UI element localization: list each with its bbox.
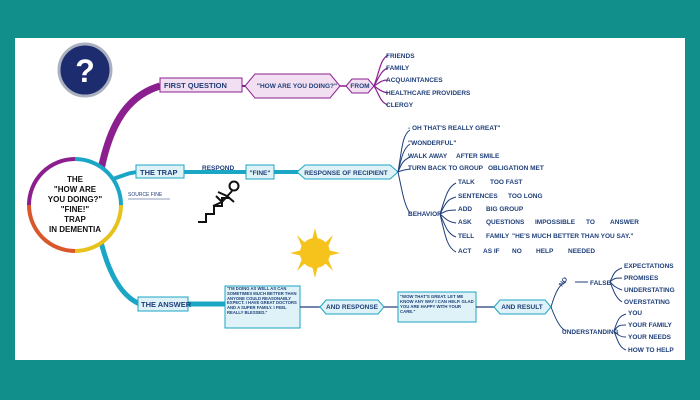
behavior-impossible: IMPOSSIBLE [535,219,576,226]
wow-response-box: "WOW THAT'S GREAT. LET ME KNOW ANY WAY I… [400,294,475,322]
trap-small-note: SOURCE FINE [128,192,163,198]
behavior-label: BEHAVIOR [408,211,442,218]
source-family: FAMILY [386,65,410,72]
branch-the-trap: THE TRAP RESPOND "FINE" RESPONSE OF RECI… [128,125,639,255]
center-line-5: TRAP [64,215,86,224]
false-overstating: OVERSTATING [624,299,670,306]
false-label: FALSE [590,280,612,287]
branch-first-question: FIRST QUESTION "HOW ARE YOU DOING?" FROM… [160,53,471,109]
mind-map: ? THE "HOW ARE YOU DOING?" "FINE!" TRAP … [15,38,685,360]
understanding-how-to-help: HOW TO HELP [628,347,674,354]
source-clergy: CLERGY [386,102,414,109]
response-oh-great: - OH THAT'S REALLY GREAT" [408,125,501,132]
branch-the-answer: THE ANSWER "I'M DOING AS WELL AS CAN SOM… [138,263,675,354]
sun-icon [290,228,340,278]
false-understating: UNDERSTATING [624,287,675,294]
behavior-hes-better: "HE'S MUCH BETTER THAN YOU SAY." [512,233,633,240]
response-wonderful: "WONDERFUL" [408,140,456,147]
behavior-needed: NEEDED [568,248,595,255]
answer-quote-text: "I'M DOING AS WELL AS CAN SOMETIMES MUCH… [227,287,299,316]
the-trap-title: THE TRAP [140,168,178,177]
understanding-you: YOU [628,310,642,317]
behavior-big-group: BIG GROUP [486,206,524,213]
behavior-too-long: TOO LONG [508,193,543,200]
source-friends: FRIENDS [386,53,415,60]
branch-the-answer-line [100,238,225,304]
behavior-help: HELP [536,248,554,255]
behavior-family: FAMILY [486,233,510,240]
wow-response-text: "WOW THAT'S GREAT. LET ME KNOW ANY WAY I… [400,294,475,315]
understanding-label: UNDERSTANDING [562,329,619,336]
behavior-talk: TALK [458,179,475,186]
behavior-add: ADD [458,206,472,213]
source-acquaintances: ACQUAINTANCES [386,77,443,84]
response-turn-back: TURN BACK TO GROUP [408,165,484,172]
center-line-2: "HOW ARE [54,185,97,194]
respond-label: RESPOND [202,165,234,172]
question-mark-icon: ? [59,44,111,96]
source-healthcare-providers: HEALTHCARE PROVIDERS [386,90,471,97]
and-result-label: AND RESULT [501,304,542,311]
false-promises: PROMISES [624,275,659,282]
behavior-too-fast: TOO FAST [490,179,522,186]
response-walk-away: WALK AWAY [408,153,448,160]
and-response-label: AND RESPONSE [326,304,379,311]
behavior-tell: TELL [458,233,474,240]
behavior-questions: QUESTIONS [486,219,525,226]
answer-quote-box: "I'M DOING AS WELL AS CAN SOMETIMES MUCH… [227,287,299,327]
behavior-act: ACT [458,248,471,255]
no-label: NO [558,276,569,288]
question-mark-glyph: ? [75,53,95,89]
response-obligation-met: OBLIGATION MET [488,165,544,172]
response-after-smile: AFTER SMILE [456,153,500,160]
understanding-your-family: YOUR FAMILY [628,322,672,329]
understanding-your-needs: YOUR NEEDS [628,334,672,341]
response-of-recipient-label: RESPONSE OF RECIPIENT [304,170,387,177]
center-line-6: IN DEMENTIA [49,225,101,234]
fine-label: "FINE" [250,170,271,177]
center-line-4: "FINE!" [61,205,90,214]
behavior-to: TO [586,219,595,226]
false-expectations: EXPECTATIONS [624,263,674,270]
the-answer-title: THE ANSWER [141,300,192,309]
how-are-you-quote: "HOW ARE YOU DOING?" [257,83,337,90]
behavior-ask: ASK [458,219,472,226]
behavior-as-if: AS IF [483,248,500,255]
falling-person-icon [198,182,239,223]
behavior-sentences: SENTENCES [458,193,498,200]
center-line-1: THE [67,175,84,184]
behavior-no: NO [512,248,522,255]
branch-first-question-line [100,86,160,175]
mind-map-canvas: ? THE "HOW ARE YOU DOING?" "FINE!" TRAP … [15,38,685,360]
center-line-3: YOU DOING?" [48,195,103,204]
behavior-answer: ANSWER [610,219,639,226]
from-label: FROM [350,83,369,90]
first-question-title: FIRST QUESTION [164,81,227,90]
center-node: THE "HOW ARE YOU DOING?" "FINE!" TRAP IN… [29,159,121,251]
